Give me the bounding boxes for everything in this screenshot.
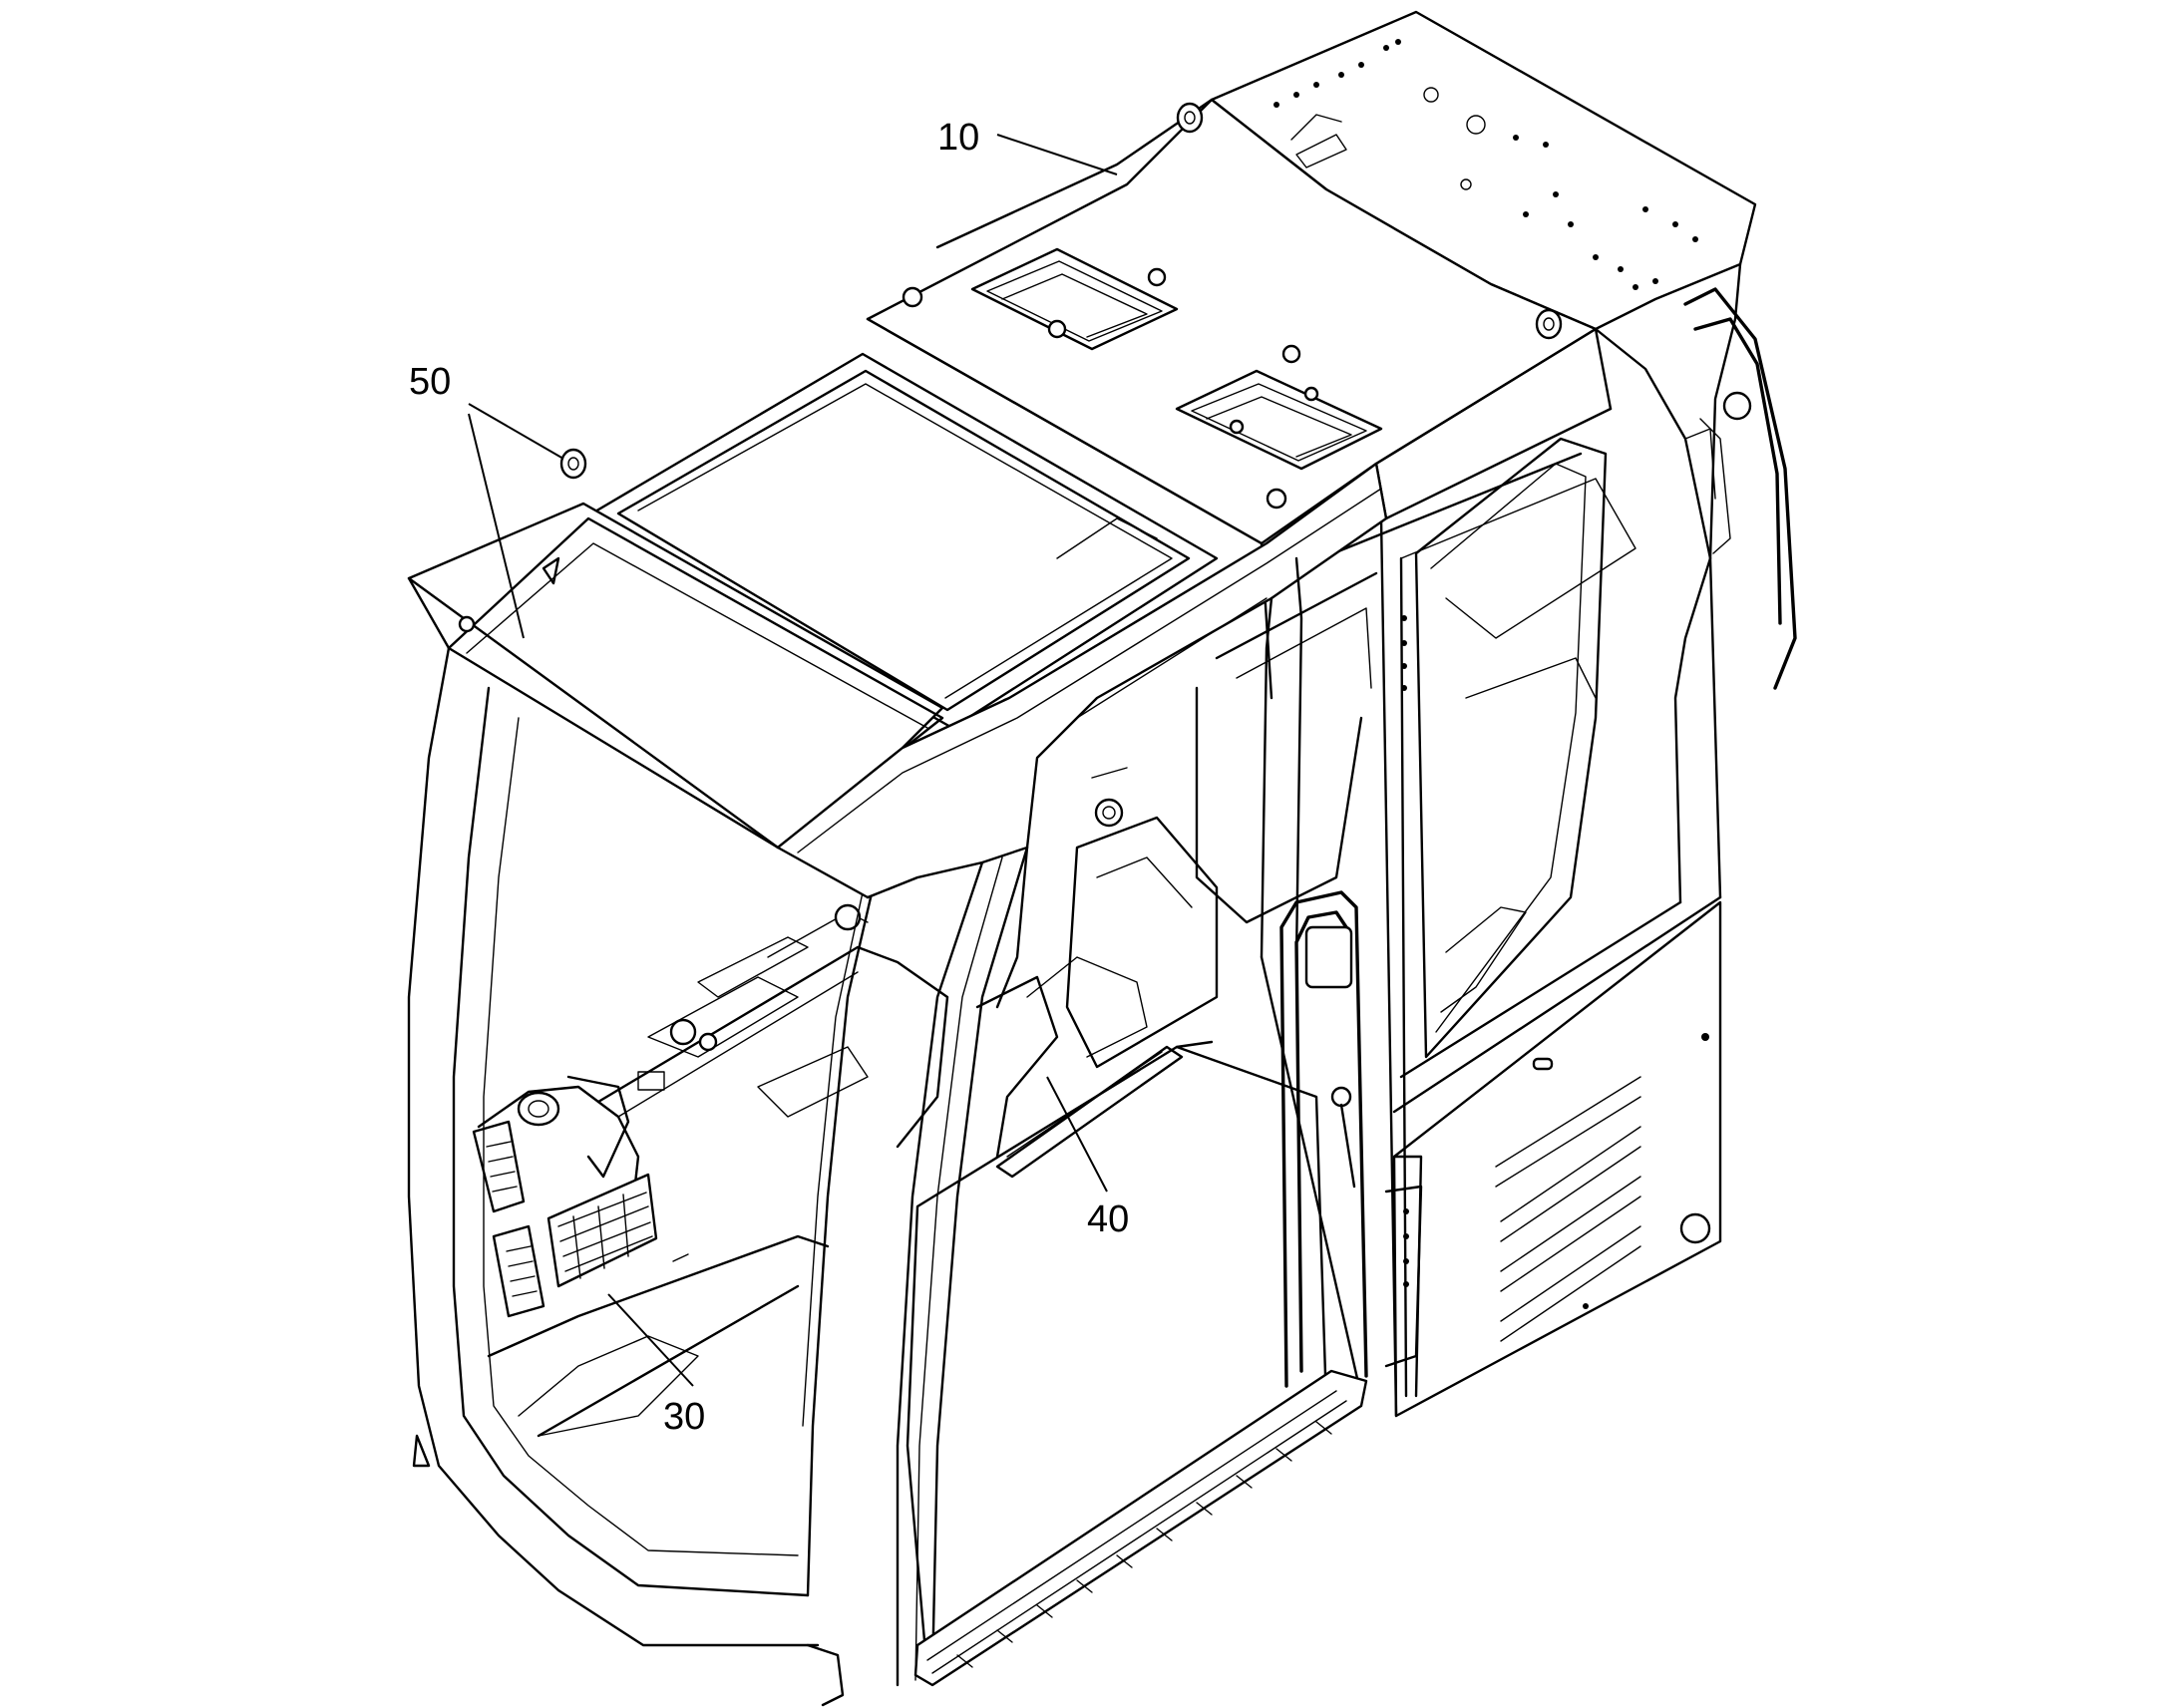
door-handrail <box>1279 890 1368 1388</box>
cab-door <box>1379 437 1608 1418</box>
callout-label-50: 50 <box>409 361 451 403</box>
roof-panel <box>866 98 1598 545</box>
leader-30 <box>607 1293 694 1387</box>
roof-bolt <box>902 267 1319 510</box>
leader-40 <box>1046 1076 1108 1193</box>
callout-label-10: 10 <box>937 117 979 159</box>
leader-50-b <box>468 413 525 639</box>
leader-50-a <box>468 403 564 460</box>
cab-interior <box>472 452 1636 1677</box>
seat-rail <box>995 1045 1184 1179</box>
callout-label-40: 40 <box>1087 1198 1129 1240</box>
front-visor-panel <box>407 502 944 850</box>
door-step-tread <box>913 1369 1368 1687</box>
leader-10 <box>996 134 1118 175</box>
callout-label-30: 30 <box>663 1396 705 1438</box>
callout-leaders <box>468 134 1118 1387</box>
